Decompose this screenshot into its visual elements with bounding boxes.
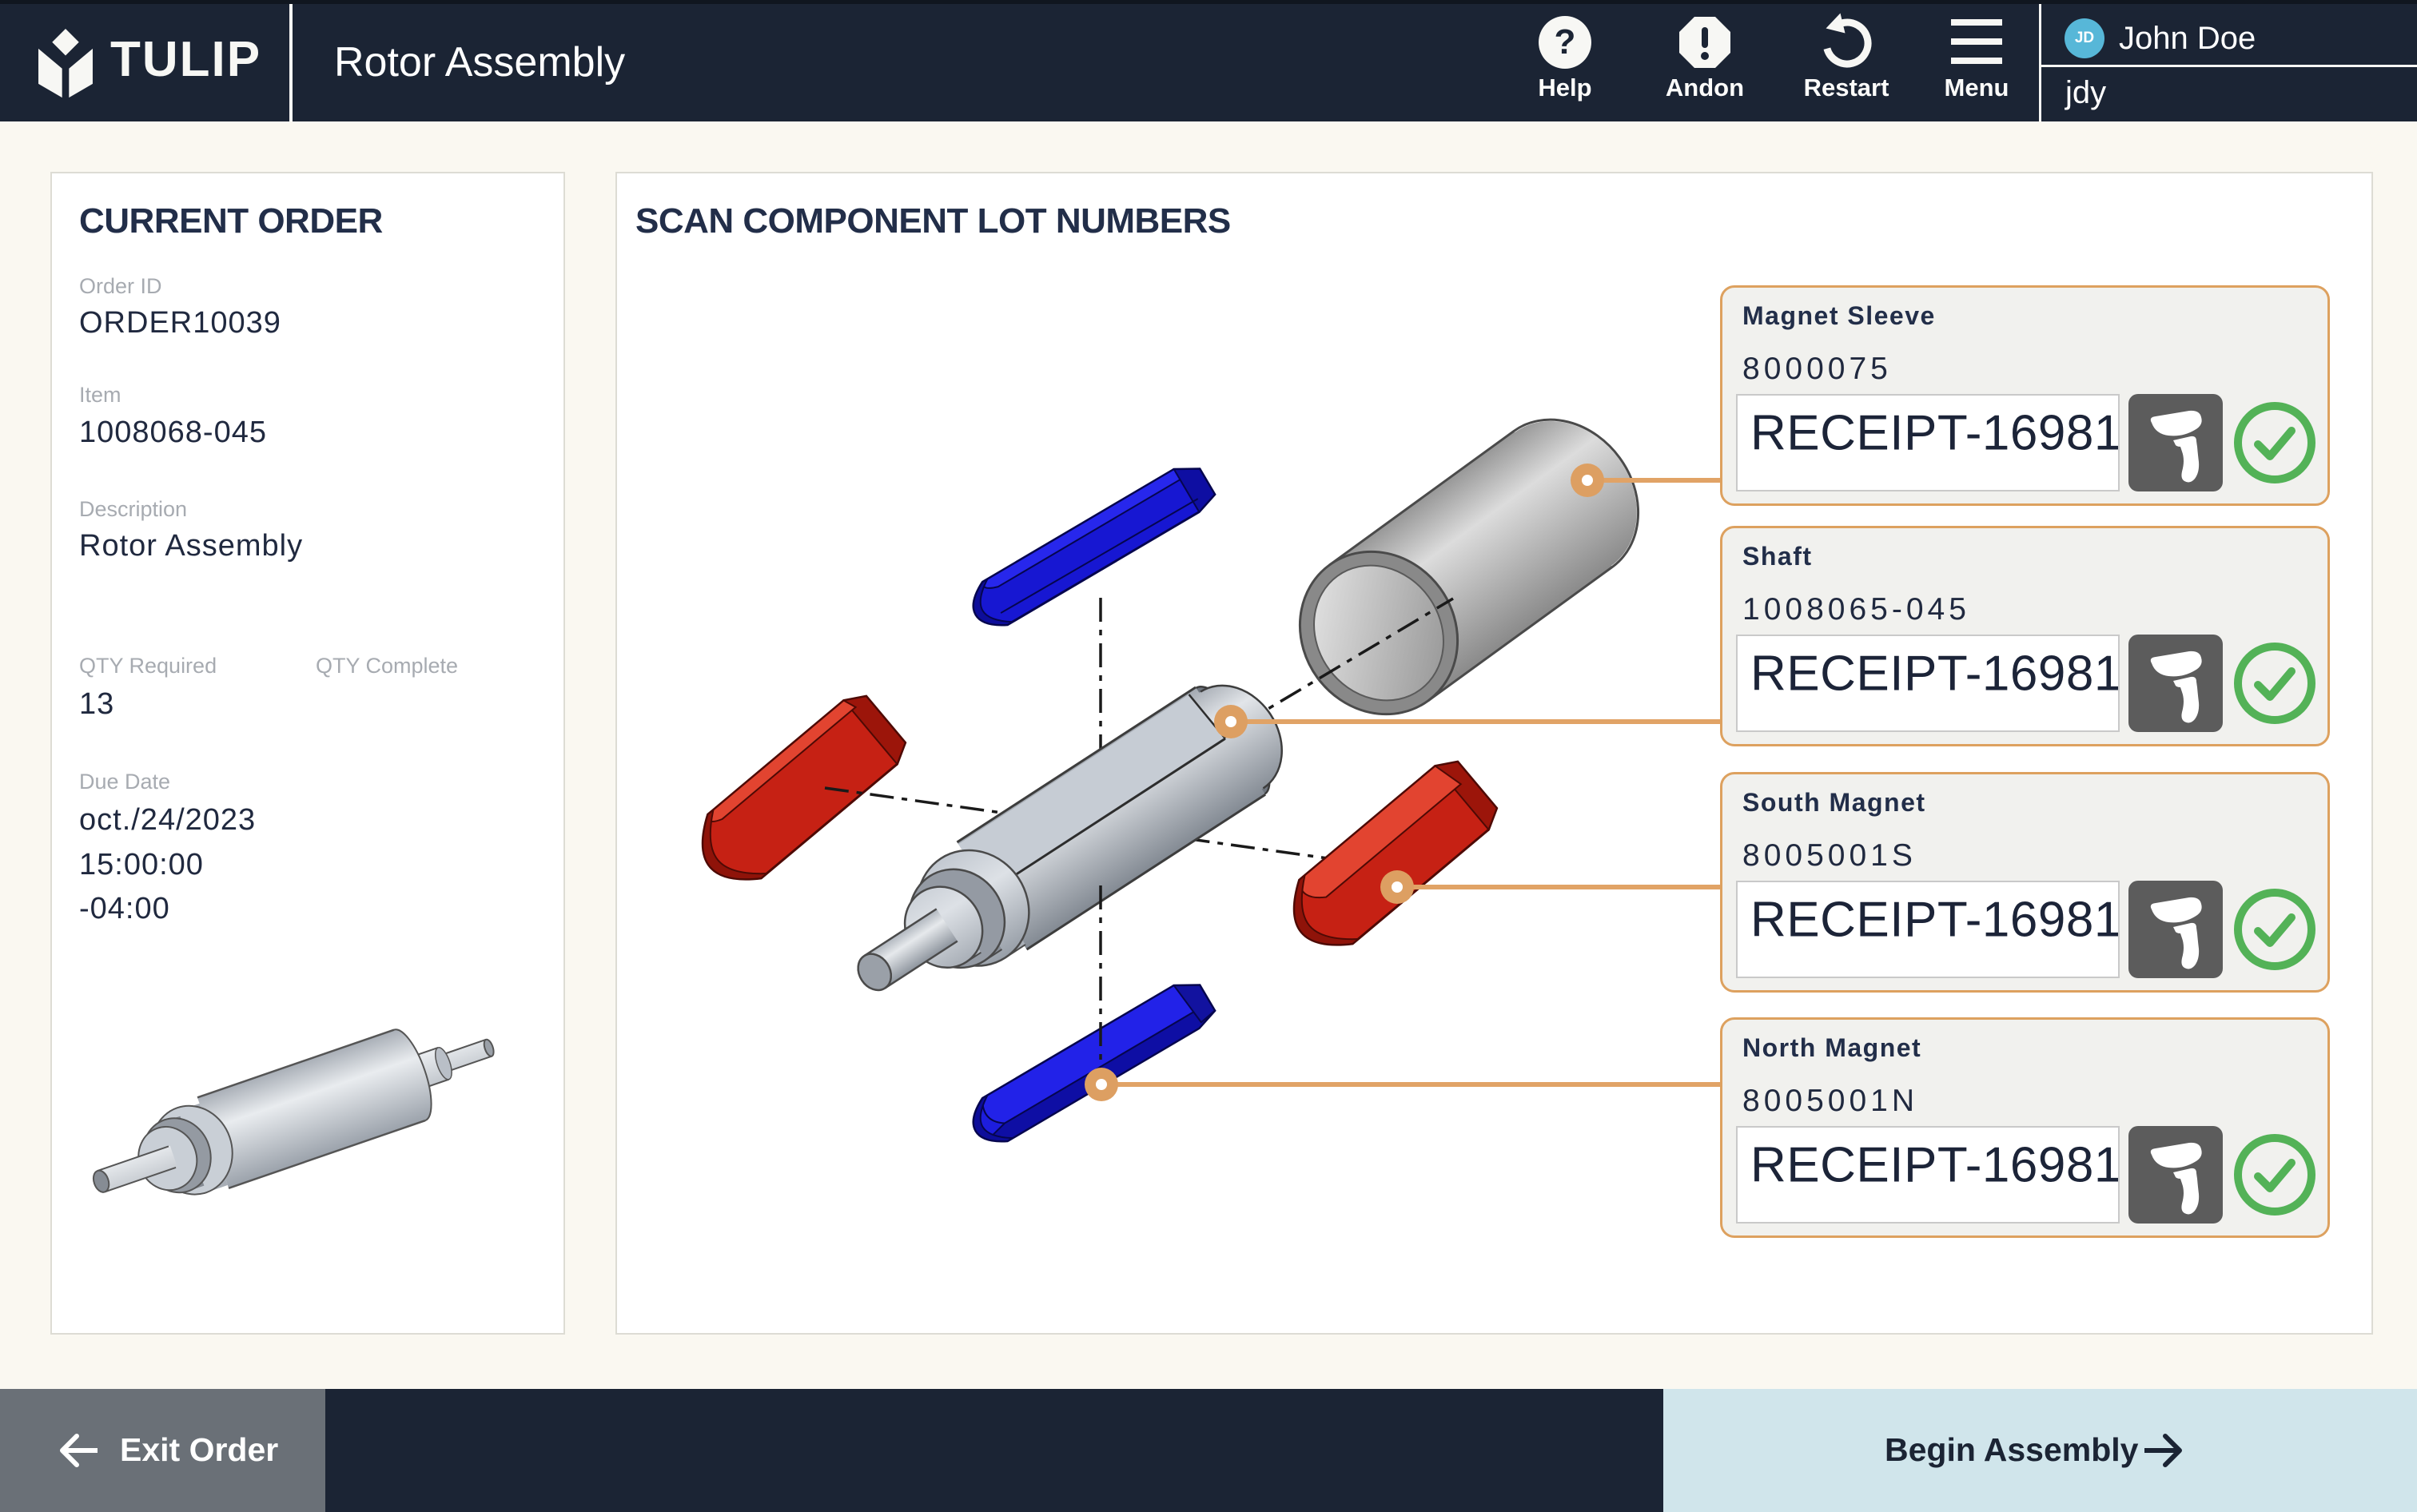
svg-text:?: ? [1555,22,1576,62]
